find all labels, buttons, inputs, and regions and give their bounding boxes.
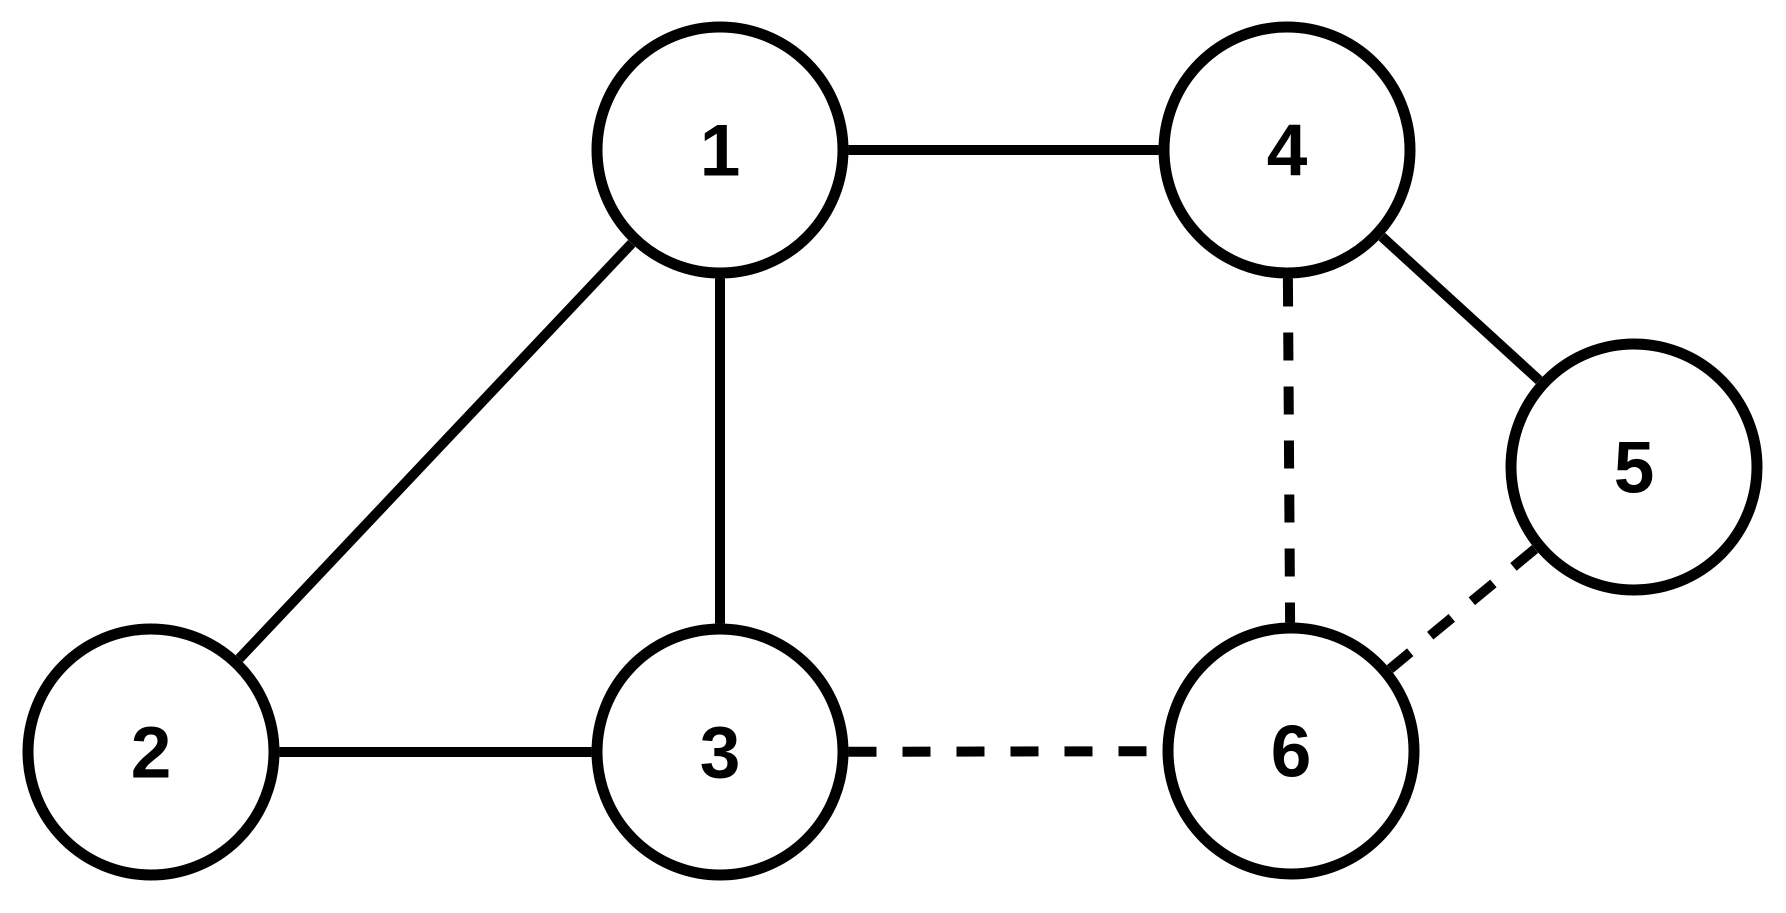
edge-4-5-solid [1378, 233, 1543, 384]
node-circle-2 [22, 623, 280, 881]
node-label-1: 1 [700, 111, 741, 192]
node-label-3: 3 [700, 713, 741, 794]
node-circle-6 [1162, 622, 1420, 880]
node-circle-4 [1158, 21, 1416, 279]
node-circle-5 [1505, 338, 1763, 596]
node-circle-1 [591, 21, 849, 279]
edge-4-6-dashed [1282, 278, 1296, 623]
edge-1-2-solid [235, 239, 636, 663]
edge-3-6-dashed [848, 746, 1163, 757]
labels-layer: 1 2 3 4 5 6 [131, 111, 1655, 794]
edge-5-6-dashed [1386, 545, 1539, 673]
node-label-2: 2 [131, 713, 172, 794]
nodes-layer [22, 21, 1763, 881]
node-label-5: 5 [1614, 428, 1655, 509]
edges-layer [235, 145, 1543, 757]
node-label-6: 6 [1271, 712, 1312, 793]
node-circle-3 [591, 623, 849, 881]
node-label-4: 4 [1267, 111, 1308, 192]
